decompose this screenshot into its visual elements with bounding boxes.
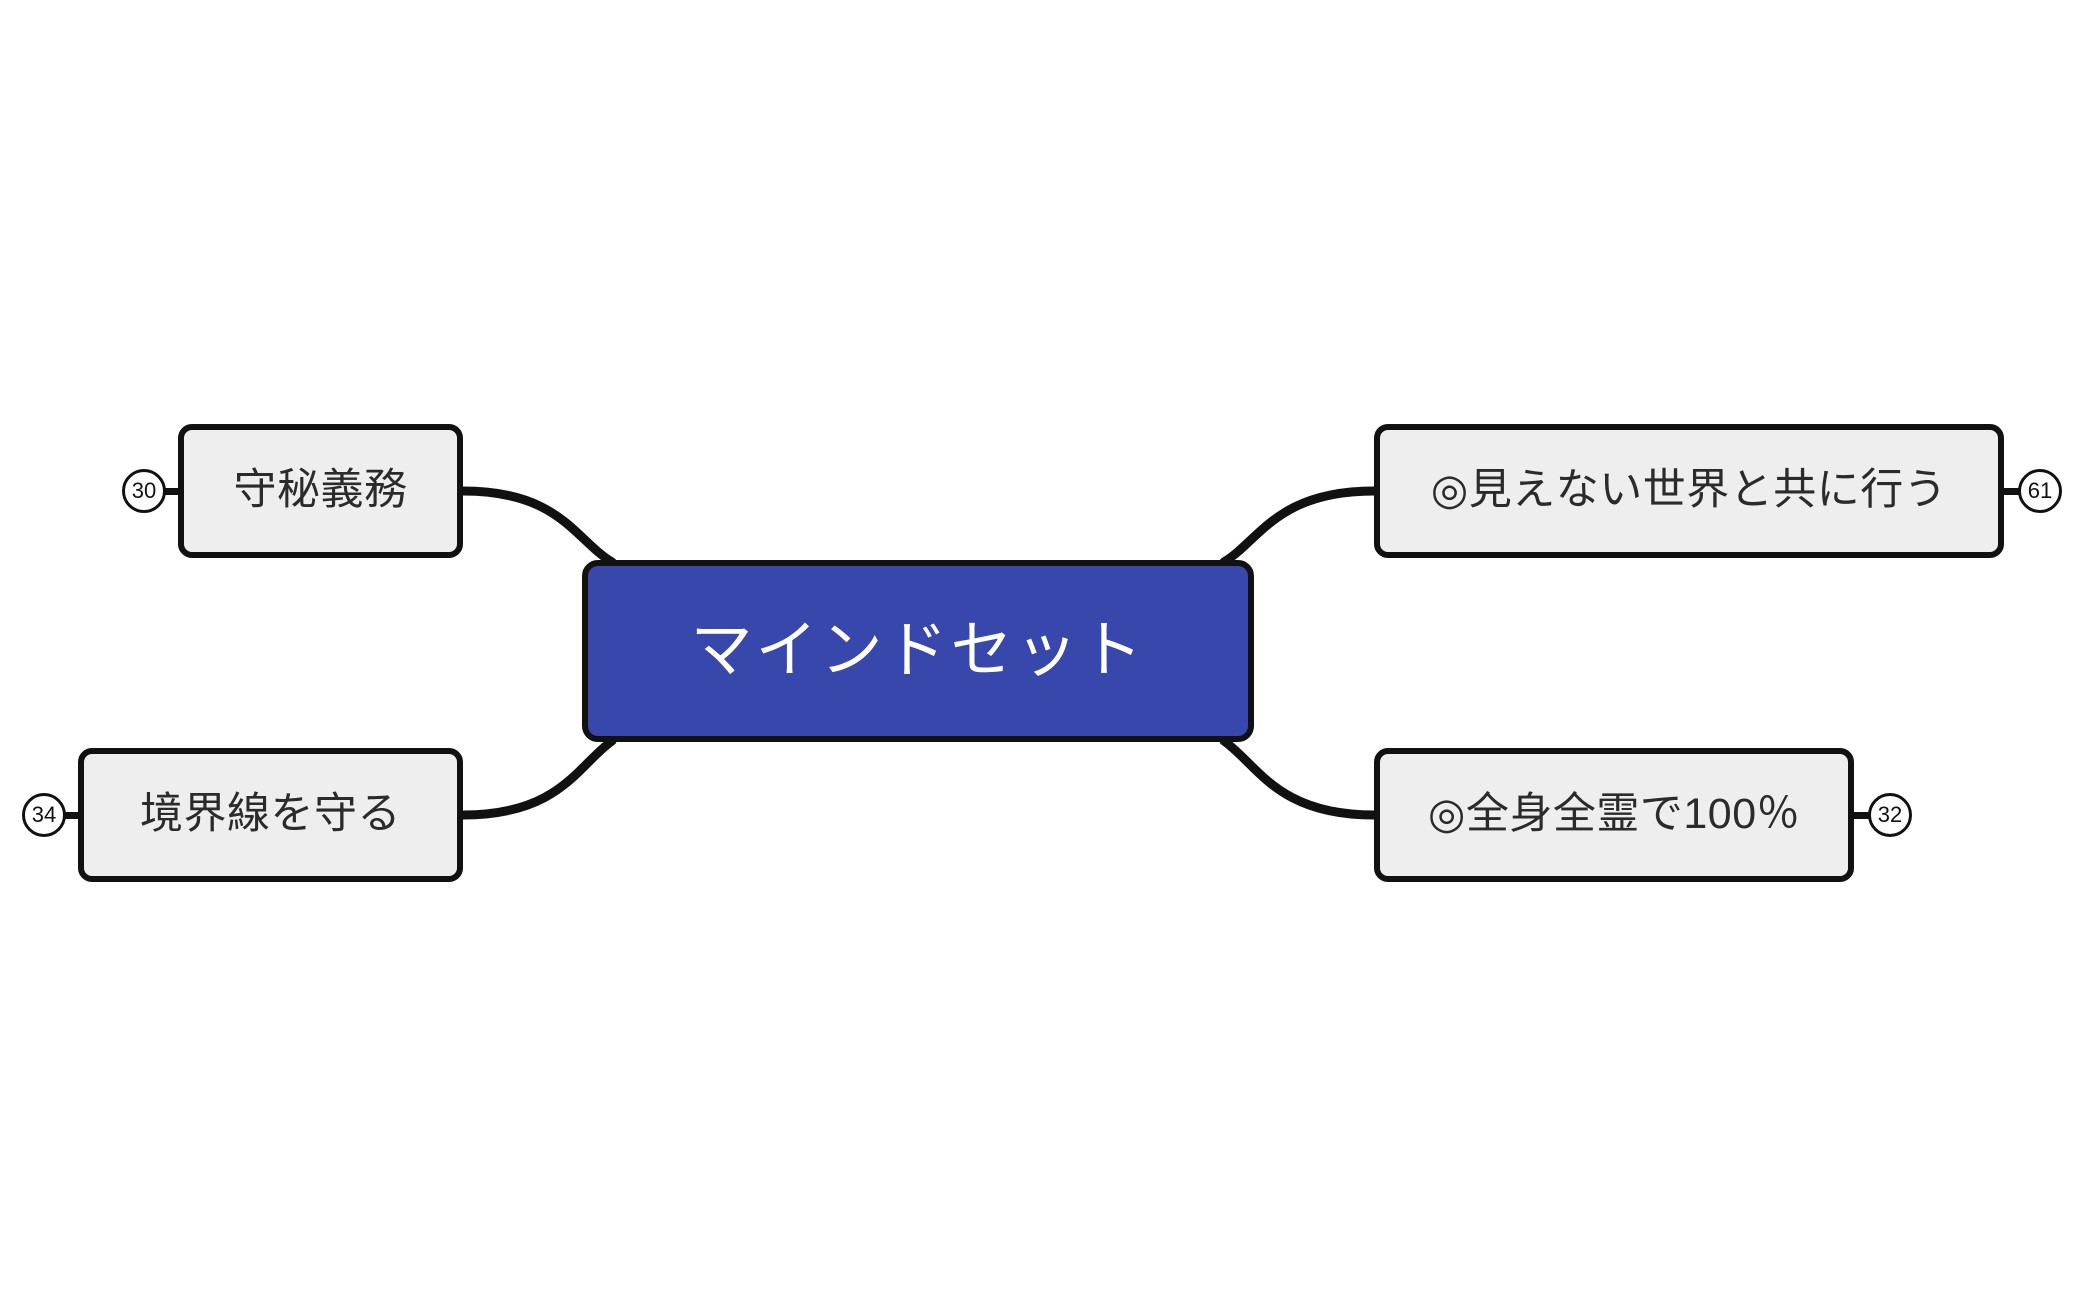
badge-stub-zenshin [1849, 812, 1869, 819]
mindmap-node-shuhi[interactable]: 守秘義務 [178, 424, 463, 558]
badge-stub-kyokaisen [60, 812, 80, 819]
mindmap-node-zenshin[interactable]: ◎全身全霊で100％ [1374, 748, 1854, 882]
badge-stub-mienai [1999, 488, 2019, 495]
mindmap-node-mienai[interactable]: ◎見えない世界と共に行う [1374, 424, 2004, 558]
connector-kyokaisen [458, 736, 617, 820]
connector-zenshin [1219, 736, 1379, 820]
mindmap-node-root[interactable]: マインドセット [582, 560, 1254, 742]
badge-shuhi[interactable]: 30 [122, 469, 166, 513]
node-label-root: マインドセット [690, 615, 1146, 685]
badge-zenshin[interactable]: 32 [1868, 793, 1912, 837]
connector-mienai [1219, 486, 1379, 567]
node-label-kyokaisen: 境界線を守る [140, 790, 401, 839]
connector-shuhi [458, 486, 617, 567]
badge-mienai[interactable]: 61 [2018, 469, 2062, 513]
badge-stub-shuhi [160, 488, 180, 495]
mindmap-node-kyokaisen[interactable]: 境界線を守る [78, 748, 463, 882]
node-label-shuhi: 守秘義務 [233, 466, 408, 515]
badge-kyokaisen[interactable]: 34 [22, 793, 66, 837]
node-label-mienai: ◎見えない世界と共に行う [1430, 466, 1948, 515]
node-label-zenshin: ◎全身全霊で100％ [1427, 790, 1801, 839]
